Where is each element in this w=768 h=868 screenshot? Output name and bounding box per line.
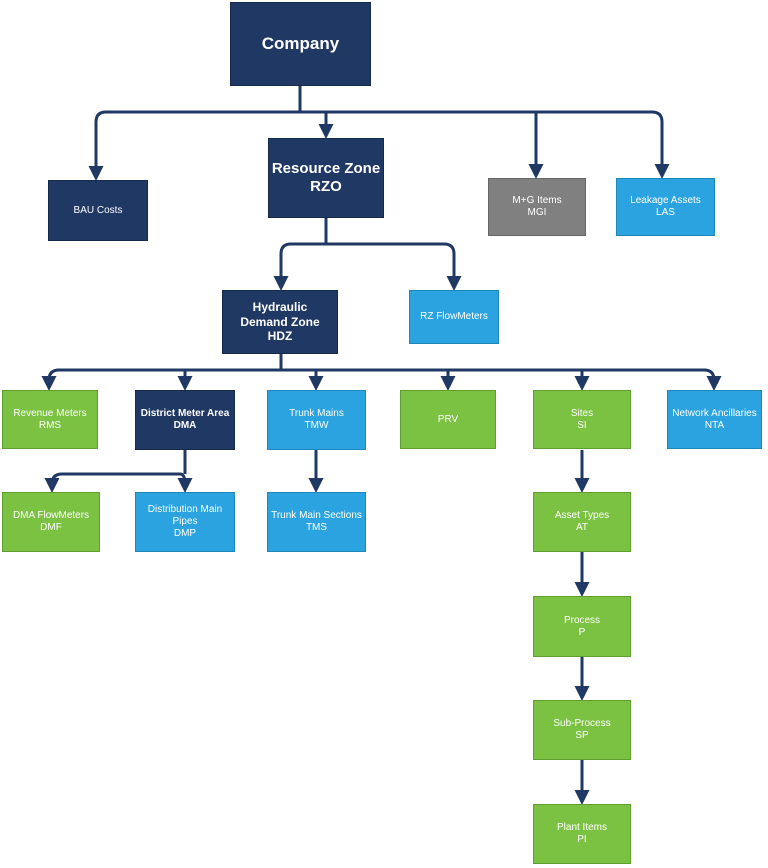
node-sub-process-code: SP <box>575 730 589 741</box>
node-mg-items-title: M+G Items <box>512 195 562 206</box>
node-trunk-main-sections-code: TMS <box>305 522 328 533</box>
node-district-meter-area-code: DMA <box>173 420 197 431</box>
node-trunk-mains-code: TMW <box>304 420 329 431</box>
node-trunk-mains-title: Trunk Mains <box>289 408 344 419</box>
node-process: Process P <box>533 596 631 657</box>
node-asset-types: Asset Types AT <box>533 492 631 552</box>
node-hdz-line2: Demand Zone <box>240 314 320 329</box>
node-revenue-meters-title: Revenue Meters <box>13 407 87 419</box>
node-hdz-line1: Hydraulic <box>252 300 308 315</box>
node-network-ancillaries-code: NTA <box>704 419 725 431</box>
node-plant-items-code: PI <box>577 834 587 845</box>
node-district-meter-area: District Meter Area DMA <box>135 390 235 450</box>
node-revenue-meters: Revenue Meters RMS <box>2 390 98 449</box>
node-prv-title: PRV <box>437 413 459 425</box>
node-bau-costs-title: BAU Costs <box>73 204 123 216</box>
node-process-title: Process <box>563 614 601 626</box>
node-mg-items-code: MGI <box>527 207 547 218</box>
node-dma-flowmeters-title: DMA FlowMeters <box>12 510 90 521</box>
connector-rzo-bus <box>279 242 456 255</box>
node-rz-flowmeters: RZ FlowMeters <box>409 290 499 344</box>
node-hdz-code: HDZ <box>267 329 293 344</box>
node-sub-process: Sub-Process SP <box>533 700 631 760</box>
node-dmp-line2: Pipes <box>172 516 198 527</box>
node-sites: Sites SI <box>533 390 631 449</box>
node-district-meter-area-title: District Meter Area <box>140 408 230 419</box>
node-leakage-assets: Leakage Assets LAS <box>616 178 715 236</box>
node-trunk-main-sections-title: Trunk Main Sections <box>271 510 362 521</box>
node-sub-process-title: Sub-Process <box>553 718 611 729</box>
node-process-code: P <box>578 626 586 638</box>
node-company: Company <box>230 2 371 86</box>
node-asset-types-code: AT <box>575 522 589 533</box>
node-sites-title: Sites <box>570 407 594 419</box>
node-resource-zone: Resource Zone RZO <box>268 138 384 218</box>
node-bau-costs: BAU Costs <box>48 180 148 241</box>
node-rz-flowmeters-title: RZ FlowMeters <box>420 311 488 322</box>
node-resource-zone-code: RZO <box>310 178 342 195</box>
node-leakage-assets-title: Leakage Assets <box>630 195 701 206</box>
node-dmp-line1: Distribution Main <box>147 504 223 515</box>
node-trunk-main-sections: Trunk Main Sections TMS <box>267 492 366 552</box>
node-asset-types-title: Asset Types <box>554 510 610 521</box>
node-plant-items: Plant Items PI <box>533 804 631 864</box>
node-trunk-mains: Trunk Mains TMW <box>267 390 366 450</box>
node-dmp-code: DMP <box>173 528 197 539</box>
node-revenue-meters-code: RMS <box>38 419 62 431</box>
connector-company-bus <box>94 110 664 123</box>
node-dma-flowmeters-code: DMF <box>40 522 62 533</box>
node-company-title: Company <box>261 33 340 53</box>
node-distribution-main-pipes: Distribution Main Pipes DMP <box>135 492 235 552</box>
node-plant-items-title: Plant Items <box>556 822 608 833</box>
node-network-ancillaries: Network Ancillaries NTA <box>667 390 762 449</box>
node-hydraulic-demand-zone: Hydraulic Demand Zone HDZ <box>222 290 338 354</box>
node-sites-code: SI <box>577 419 587 431</box>
node-network-ancillaries-title: Network Ancillaries <box>672 407 757 419</box>
node-leakage-assets-code: LAS <box>656 207 675 218</box>
node-mg-items: M+G Items MGI <box>488 178 586 236</box>
node-dma-flowmeters: DMA FlowMeters DMF <box>2 492 100 552</box>
node-resource-zone-title: Resource Zone <box>271 160 381 177</box>
node-prv: PRV <box>400 390 496 449</box>
